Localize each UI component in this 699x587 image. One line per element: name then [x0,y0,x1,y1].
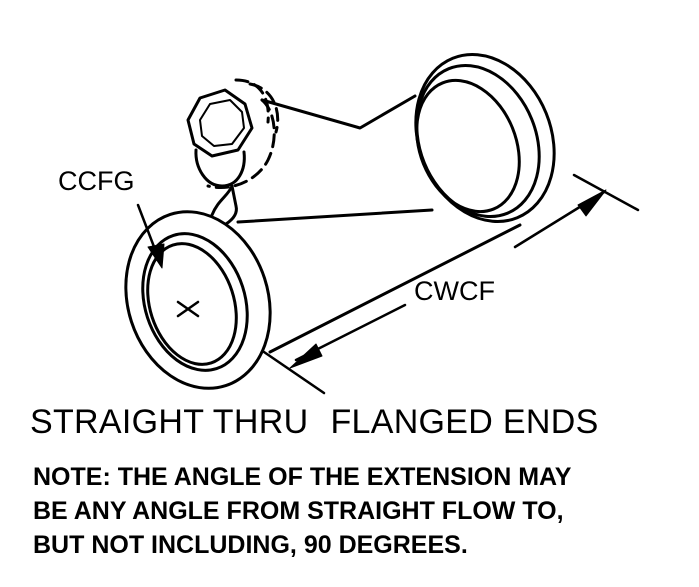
note-text: NOTE: THE ANGLE OF THE EXTENSION MAY BE … [33,460,571,562]
figure-title: STRAIGHT THRU FLANGED ENDS [30,405,599,439]
pipe-body [236,94,522,354]
note-line-3: BUT NOT INCLUDING, 90 DEGREES. [33,531,468,559]
ccfg-leader [136,203,165,269]
title-part-2: FLANGED ENDS [330,403,599,441]
extension-plug [186,78,280,226]
note-line-1: NOTE: THE ANGLE OF THE EXTENSION MAY [33,463,572,491]
title-part-1: STRAIGHT THRU [30,403,309,441]
front-flange [124,210,272,390]
cwcf-dimension [262,173,640,395]
note-line-2: BE ANY ANGLE FROM STRAIGHT FLOW TO, [33,497,564,525]
ccfg-label: CCFG [58,166,135,196]
rear-flange [414,53,556,223]
valve-drawing [124,53,640,395]
cwcf-label: CWCF [414,276,495,306]
